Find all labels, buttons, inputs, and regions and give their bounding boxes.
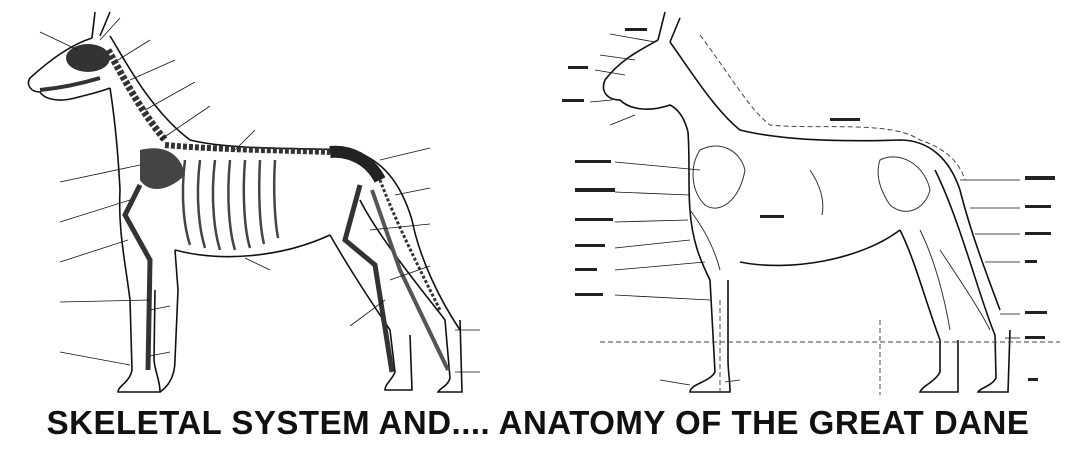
front-leg-bones (125, 185, 150, 370)
external-anatomy-diagram (540, 0, 1076, 400)
jaw-bone (40, 78, 100, 90)
diagram-caption: SKELETAL SYSTEM AND.... ANATOMY OF THE G… (0, 404, 1076, 442)
anatomy-dog-outline (603, 12, 1010, 392)
ribs (183, 160, 278, 250)
muscle-contours (690, 146, 990, 330)
spine (165, 145, 330, 152)
illegible-label-marks (562, 28, 1055, 381)
cervical-vertebrae (108, 50, 165, 140)
label-leader-lines-right (590, 34, 1020, 385)
skull (66, 44, 110, 72)
scapula (140, 148, 185, 189)
skeletal-diagram (0, 0, 540, 400)
dashed-guides (600, 35, 1060, 395)
skeleton-drawing (0, 0, 540, 400)
pelvis (330, 152, 380, 180)
skeleton-bones (40, 44, 448, 372)
hind-leg-bones-near (345, 185, 392, 372)
anatomy-drawing (540, 0, 1076, 400)
